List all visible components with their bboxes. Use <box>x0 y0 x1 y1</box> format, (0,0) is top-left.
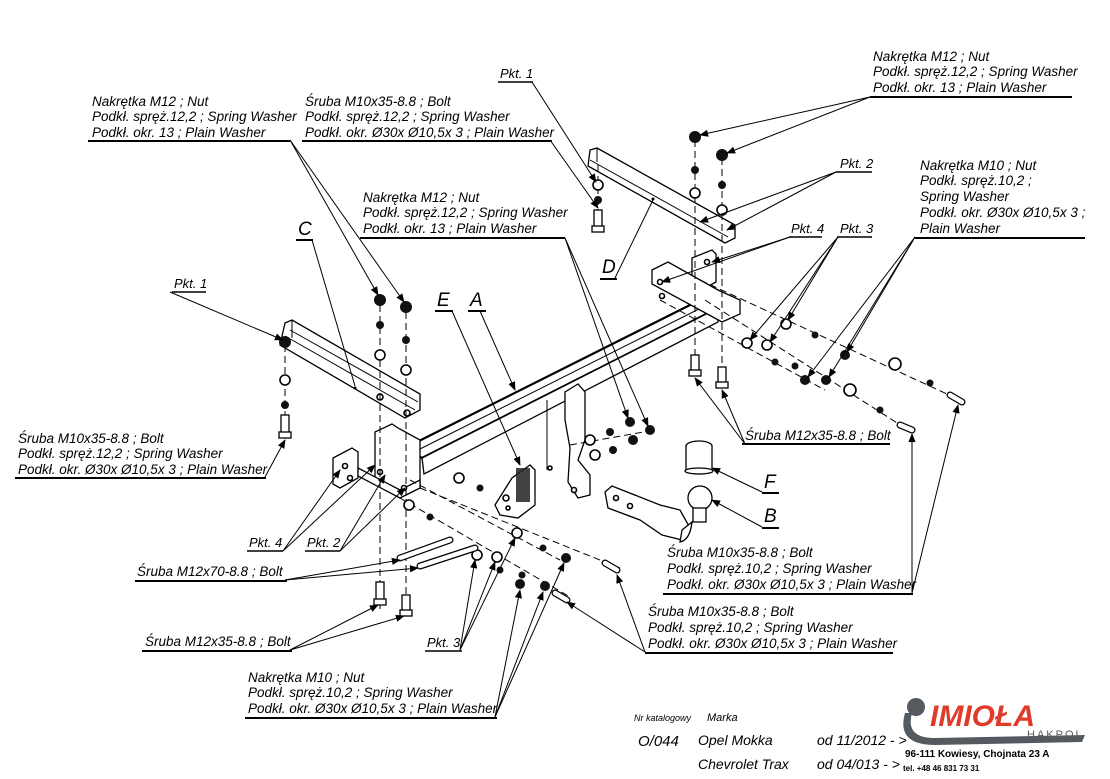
callout-nut-m12-top-left: Nakrętka M12 ; Nut Podkł. spręż.12,2 ; S… <box>88 94 297 142</box>
catalog-number-label: Nr katalogowy <box>634 713 692 723</box>
title-block: Nr katalogowy Marka O/044 Opel Mokka od … <box>634 712 907 772</box>
part-letter: A <box>469 290 483 311</box>
callout-pkt2-left: Pkt. 2 <box>305 535 341 552</box>
vehicle-brand: Chevrolet Trax <box>698 756 790 772</box>
part-letter-e: E <box>435 290 453 312</box>
callout-bolt-m12x35-left: Śruba M12x35-8.8 ; Bolt <box>142 634 292 652</box>
callout-line: Podkł. okr. Ø30x Ø10,5x 3 ; Plain Washer <box>248 701 498 716</box>
callout-bolt-m12x35-right: Śruba M12x35-8.8 ; Bolt <box>742 428 892 445</box>
company-address: 96-111 Kowiesy, Chojnata 23 A <box>905 749 1050 760</box>
callout-line: Podkł. okr. Ø30x Ø10,5x 3 ; Plain Washer <box>305 125 555 140</box>
pkt-label: Pkt. 3 <box>427 635 461 650</box>
callout-line: Podkł. spręż.12,2 ; Spring Washer <box>92 109 297 124</box>
company-logo: IMIOŁA HAKPOL 96-111 Kowiesy, Chojnata 2… <box>903 698 1085 773</box>
company-phone: tel. +48 46 831 73 31 <box>903 764 980 773</box>
logo-hook-icon <box>903 698 1085 745</box>
pkt-label: Pkt. 4 <box>249 535 282 550</box>
vertical-bracket <box>546 383 591 499</box>
callout-line: Spring Washer <box>920 189 1010 204</box>
part-letter-a: A <box>468 290 486 312</box>
callout-pkt3-right: Pkt. 3 <box>837 221 874 238</box>
part-letter-b: B <box>762 506 779 529</box>
vehicle-date: od 11/2012 - > <box>817 732 907 748</box>
part-letter: D <box>602 257 616 278</box>
tow-ball-b <box>604 485 713 543</box>
callout-bolt-m10-left: Śruba M10x35-8.8 ; Bolt Podkł. spręż.12,… <box>15 431 268 479</box>
callout-bolt-m10-right-mid: Śruba M10x35-8.8 ; Bolt Podkł. spręż.10,… <box>663 545 917 595</box>
callout-line: Śruba M12x35-8.8 ; Bolt <box>145 634 292 649</box>
right-mount-plate <box>651 249 741 323</box>
callout-line: Podkł. okr. Ø30x Ø10,5x 3 ; Plain Washer <box>18 462 268 477</box>
ball-plate-e <box>494 464 536 519</box>
callout-nut-m10-bottom: Nakrętka M10 ; Nut Podkł. spręż.10,2 ; S… <box>245 670 498 719</box>
callout-line: Podkł. okr. 13 ; Plain Washer <box>873 80 1047 95</box>
callout-line: Nakrętka M10 ; Nut <box>920 158 1038 173</box>
pkt-label: Pkt. 1 <box>174 276 207 291</box>
vehicle-date: od 04/013 - > <box>817 756 900 772</box>
callout-line: Podkł. spręż.10,2 ; Spring Washer <box>648 620 853 635</box>
callout-line: Nakrętka M10 ; Nut <box>248 670 366 685</box>
part-letter-c: C <box>296 219 313 241</box>
pkt-label: Pkt. 4 <box>791 221 824 236</box>
ball-cap-f <box>684 440 714 475</box>
callout-line: Podkł. okr. Ø30x Ø10,5x 3 ; Plain Washer <box>667 577 917 592</box>
callout-pkt4-right: Pkt. 4 <box>789 221 824 238</box>
part-letter: B <box>764 506 777 527</box>
callout-line: Podkł. okr. 13 ; Plain Washer <box>92 125 266 140</box>
bracket-d <box>587 147 736 244</box>
callout-pkt1-left: Pkt. 1 <box>172 276 207 293</box>
part-letter: E <box>437 290 450 311</box>
pkt-label: Pkt. 2 <box>307 535 341 550</box>
callout-pkt1-top: Pkt. 1 <box>498 66 533 83</box>
left-mount-plate <box>332 423 421 499</box>
callout-nut-m12-center: Nakrętka M12 ; Nut Podkł. spręż.12,2 ; S… <box>360 190 568 239</box>
callout-line: Podkł. okr. Ø30x Ø10,5x 3 ; Plain Washer <box>648 636 898 651</box>
logo-name: IMIOŁA <box>930 700 1035 733</box>
callout-line: Podkł. okr. 13 ; Plain Washer <box>363 221 537 236</box>
callout-line: Śruba M10x35-8.8 ; Bolt <box>18 431 165 446</box>
vehicle-brand: Opel Mokka <box>698 732 773 748</box>
callout-line: Śruba M10x35-8.8 ; Bolt <box>667 545 814 560</box>
callout-line: Podkł. okr. Ø30x Ø10,5x 3 ; <box>920 205 1086 220</box>
part-letter-d: D <box>600 257 617 280</box>
brand-label: Marka <box>707 712 738 724</box>
callout-bolt-m12x70: Śruba M12x70-8.8 ; Bolt <box>135 564 287 582</box>
catalog-number: O/044 <box>638 733 679 750</box>
pkt-label: Pkt. 1 <box>500 66 533 81</box>
callout-nut-m10-right: Nakrętka M10 ; Nut Podkł. spręż.10,2 ; S… <box>915 158 1086 239</box>
callout-line: Podkł. spręż.12,2 ; Spring Washer <box>873 64 1078 79</box>
logo-sub: HAKPOL <box>1027 729 1084 741</box>
callout-bolt-m10-bottom: Śruba M10x35-8.8 ; Bolt Podkł. spręż.10,… <box>645 604 898 654</box>
callout-pkt2-right: Pkt. 2 <box>836 156 874 173</box>
part-letter: C <box>298 219 312 240</box>
callout-nut-m12-top-right: Nakrętka M12 ; Nut Podkł. spręż.12,2 ; S… <box>870 49 1078 98</box>
callout-line: Śruba M10x35-8.8 ; Bolt <box>305 94 452 109</box>
part-letter: F <box>764 472 777 493</box>
callout-line: Podkł. spręż.12,2 ; Spring Washer <box>305 109 510 124</box>
leader-lines <box>169 81 960 718</box>
part-letter-f: F <box>762 472 779 494</box>
callout-line: Podkł. spręż.12,2 ; Spring Washer <box>18 446 223 461</box>
crossbar-a <box>402 298 721 476</box>
callout-line: Śruba M12x35-8.8 ; Bolt <box>745 428 892 443</box>
callout-pkt4-left: Pkt. 4 <box>247 535 283 552</box>
callout-line: Podkł. spręż.10,2 ; Spring Washer <box>667 561 872 576</box>
bolts <box>278 209 966 617</box>
callout-line: Podkł. spręż.10,2 ; Spring Washer <box>248 685 453 700</box>
callout-line: Nakrętka M12 ; Nut <box>363 190 481 205</box>
callout-line: Podkł. spręż.12,2 ; Spring Washer <box>363 205 568 220</box>
callout-line: Śruba M10x35-8.8 ; Bolt <box>648 604 795 619</box>
callout-line: Podkł. spręż.10,2 ; <box>920 173 1032 188</box>
callout-line: Nakrętka M12 ; Nut <box>92 94 210 109</box>
callout-pkt3-bottom: Pkt. 3 <box>425 635 462 652</box>
callout-line: Śruba M12x70-8.8 ; Bolt <box>137 564 284 579</box>
pkt-label: Pkt. 3 <box>840 221 874 236</box>
callout-line: Plain Washer <box>920 221 1001 236</box>
pkt-label: Pkt. 2 <box>840 156 874 171</box>
callout-line: Nakrętka M12 ; Nut <box>873 49 991 64</box>
callout-bolt-m10-top: Śruba M10x35-8.8 ; Bolt Podkł. spręż.12,… <box>302 94 555 142</box>
